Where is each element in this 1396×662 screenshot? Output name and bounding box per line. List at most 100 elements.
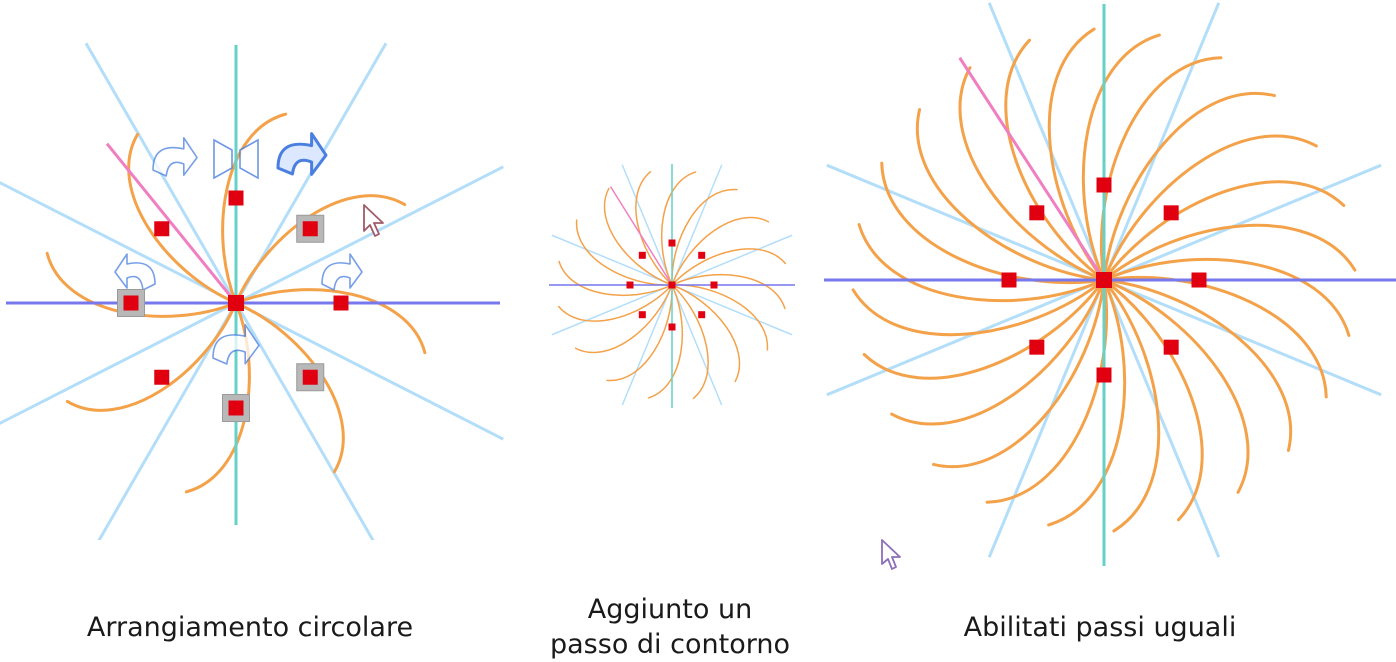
petal-stroke xyxy=(558,260,673,297)
petal-stroke xyxy=(671,216,770,286)
rotate-arrow-shape xyxy=(276,132,328,176)
petal-stroke xyxy=(1102,92,1276,282)
petal-stroke xyxy=(574,284,673,354)
axes xyxy=(6,45,500,525)
rotate-arrow-shape xyxy=(114,253,156,291)
petal-stroke xyxy=(932,278,1106,468)
flip-right xyxy=(239,138,259,180)
petal-stroke xyxy=(916,108,1106,282)
petal-stroke xyxy=(603,187,673,286)
control-point xyxy=(123,295,139,311)
control-point xyxy=(228,190,244,206)
control-point xyxy=(1163,205,1179,221)
control-point xyxy=(302,369,318,385)
control-point xyxy=(228,400,244,416)
caption-equal-steps-enabled: Abilitati passi uguali xyxy=(963,612,1237,643)
petal-stroke xyxy=(958,66,1106,282)
control-point xyxy=(710,281,718,289)
control-points xyxy=(1001,177,1207,383)
petal-stroke xyxy=(1047,27,1106,282)
panel-circular-arrangement xyxy=(0,42,504,540)
petal-stroke xyxy=(127,132,238,305)
control-point xyxy=(1001,272,1017,288)
rotate-arrow-icon xyxy=(321,253,363,291)
rotate-arrow-icon xyxy=(212,323,260,365)
petal-stroke xyxy=(1102,278,1204,522)
control-point xyxy=(302,221,318,237)
rotate-arrow-shape xyxy=(212,323,260,365)
center-point xyxy=(1096,272,1112,288)
control-point xyxy=(698,311,706,319)
control-point xyxy=(1029,205,1045,221)
control-point xyxy=(1096,177,1112,193)
petal-stroke xyxy=(575,219,673,286)
petal-stroke xyxy=(890,278,1106,426)
petal-stroke xyxy=(1004,38,1106,282)
reference-line xyxy=(958,56,1106,281)
petal-stroke xyxy=(671,273,786,310)
control-point xyxy=(638,311,646,319)
reference-line xyxy=(105,142,238,304)
petal-stroke xyxy=(1102,180,1346,282)
center-point xyxy=(668,281,676,289)
petal-stroke xyxy=(671,188,738,286)
control-point xyxy=(638,251,646,259)
mouse-pointer-icon xyxy=(880,538,906,576)
petal-stroke xyxy=(1102,278,1250,494)
rotate-arrow-icon xyxy=(152,137,198,177)
petal-stroke xyxy=(1102,134,1318,282)
control-point xyxy=(333,295,349,311)
petal-stroke xyxy=(880,161,1106,285)
caption-added-contour-step: Aggiunto un passo di contorno xyxy=(520,592,820,662)
petal-stroke xyxy=(851,278,1106,337)
petal-stroke xyxy=(557,284,673,322)
control-points xyxy=(117,190,349,422)
petal-stroke xyxy=(635,170,673,286)
flip-icon xyxy=(213,138,259,180)
transform-icons xyxy=(114,132,363,365)
petal-stroke xyxy=(862,278,1106,380)
control-point xyxy=(154,221,170,237)
petal-stroke xyxy=(1102,275,1328,399)
petal-stroke xyxy=(1081,33,1161,282)
petal-stroke xyxy=(647,284,684,399)
control-point xyxy=(1096,367,1112,383)
petal-stroke xyxy=(671,284,709,400)
petal-stroke xyxy=(1102,223,1357,282)
reference-line xyxy=(609,186,673,286)
control-point xyxy=(1163,339,1179,355)
petal-stroke xyxy=(671,248,787,286)
rotate-arrow-icon xyxy=(114,253,156,291)
flip-left xyxy=(213,138,233,180)
petal-stroke xyxy=(1047,278,1127,527)
petal-stroke xyxy=(671,284,769,351)
petal-stroke xyxy=(671,284,741,383)
mouse-pointer-icon xyxy=(362,203,388,243)
petal-stroke xyxy=(606,284,673,382)
petal-stroke xyxy=(857,223,1106,303)
petal-stroke xyxy=(221,112,288,305)
petal-stroke xyxy=(234,288,427,355)
control-point xyxy=(668,323,676,331)
petal-stroke xyxy=(1102,257,1351,337)
caption-line: passo di contorno xyxy=(550,629,790,660)
control-point xyxy=(154,369,170,385)
control-point xyxy=(1191,272,1207,288)
control-point xyxy=(668,239,676,247)
rotate-arrow-shape xyxy=(321,253,363,291)
petal-stroke xyxy=(1099,56,1223,282)
caption-line: Aggiunto un xyxy=(587,594,753,625)
petal-stroke xyxy=(1102,278,1161,533)
panel-added-contour-step xyxy=(549,164,795,408)
control-point xyxy=(626,281,634,289)
rotate-arrow-shape xyxy=(152,137,198,177)
panel-equal-steps-enabled xyxy=(824,2,1396,566)
control-point xyxy=(1029,339,1045,355)
petal-stroke xyxy=(985,278,1109,504)
center-point xyxy=(228,295,244,311)
control-point xyxy=(698,251,706,259)
petal-strokes xyxy=(851,27,1357,533)
rotate-arrow-icon xyxy=(276,132,328,176)
petal-stroke xyxy=(65,301,238,412)
caption-circular-arrangement: Arrangiamento circolare xyxy=(86,612,414,643)
